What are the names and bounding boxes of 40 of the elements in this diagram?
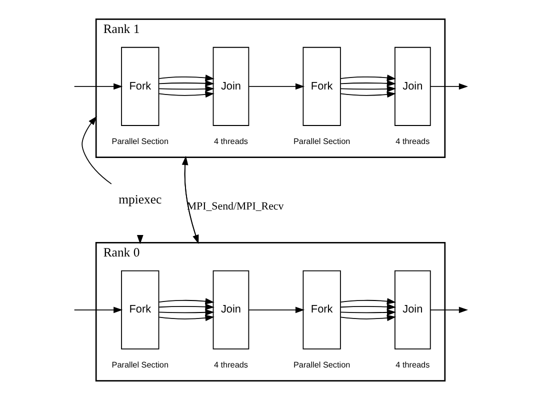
arrow — [340, 74, 396, 81]
node-text: mpiexec — [118, 192, 162, 206]
label: 4 threads — [396, 136, 430, 146]
arrow — [430, 83, 468, 90]
arrow — [158, 91, 214, 98]
arrow — [158, 74, 214, 81]
node-box: Join — [394, 270, 431, 350]
arrow — [158, 309, 214, 316]
label: Parallel Section — [293, 360, 350, 370]
arrow — [74, 306, 123, 314]
arrow — [74, 83, 123, 90]
node-box: Join — [394, 46, 431, 126]
arrow — [158, 80, 214, 87]
arrow — [158, 304, 214, 310]
label: 4 threads — [214, 360, 248, 370]
node-box: Join — [212, 46, 250, 126]
arrow — [158, 298, 214, 304]
arrow — [248, 306, 305, 314]
arrow — [340, 304, 396, 310]
arrow — [430, 306, 468, 314]
arrow — [340, 80, 396, 87]
label: Parallel Section — [112, 136, 168, 146]
node-box: Fork — [121, 46, 160, 126]
arrow — [340, 298, 396, 304]
label: Parallel Section — [112, 360, 168, 370]
label: 4 threads — [396, 360, 430, 370]
node-box: Fork — [302, 270, 341, 350]
arrow — [158, 314, 214, 322]
arrow — [82, 116, 112, 184]
label: 4 threads — [214, 136, 248, 146]
node-box: Join — [212, 270, 250, 350]
arrow — [158, 86, 214, 92]
label: Parallel Section — [293, 136, 350, 146]
arrow — [340, 309, 396, 316]
arrow — [340, 314, 396, 322]
arrow — [248, 83, 305, 90]
node-box: Fork — [302, 46, 341, 126]
node-box: Fork — [121, 270, 160, 350]
arrow — [340, 91, 396, 98]
arrow — [340, 86, 396, 92]
